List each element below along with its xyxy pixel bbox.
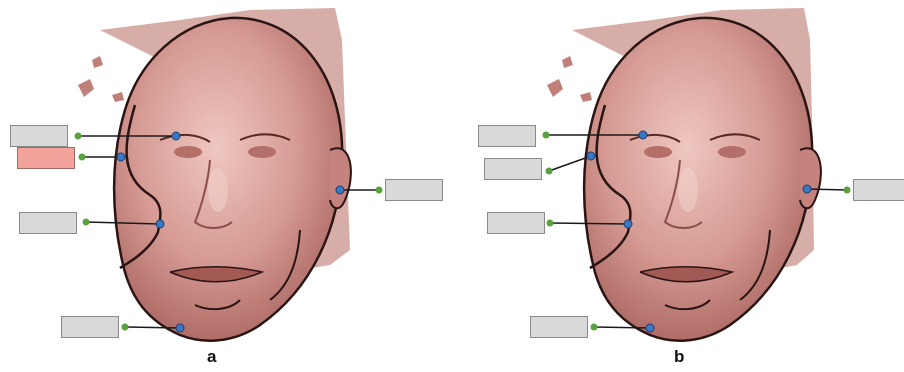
connector-dot [591, 324, 598, 331]
connector-dot [543, 132, 550, 139]
nose-highlight-a [208, 168, 228, 212]
landmark-dot[interactable] [639, 131, 647, 139]
face-model-b [452, 0, 904, 372]
landmark-dot[interactable] [803, 185, 811, 193]
landmark-dot[interactable] [587, 152, 595, 160]
label-box-4[interactable] [61, 316, 119, 338]
head-surface-a [114, 18, 342, 341]
label-box-5[interactable] [385, 179, 443, 201]
connector-dot [83, 219, 90, 226]
eye-right-b [718, 146, 746, 158]
label-box-5[interactable] [853, 179, 904, 201]
head-surface-b [584, 18, 812, 341]
landmark-dot[interactable] [117, 153, 125, 161]
label-box-1[interactable] [10, 125, 68, 147]
label-box-1[interactable] [478, 125, 536, 147]
connector-dot [546, 168, 553, 175]
eye-left-b [644, 146, 672, 158]
landmark-dot[interactable] [176, 324, 184, 332]
nose-highlight-b [678, 168, 698, 212]
label-box-2-selected[interactable] [17, 147, 75, 169]
connector-dot [547, 220, 554, 227]
connector-dot [75, 133, 82, 140]
label-box-3[interactable] [19, 212, 77, 234]
landmark-dot[interactable] [172, 132, 180, 140]
label-box-2[interactable] [484, 158, 542, 180]
landmark-dot[interactable] [156, 220, 164, 228]
connector-dot [79, 154, 86, 161]
landmark-dot[interactable] [336, 186, 344, 194]
landmark-dot[interactable] [646, 324, 654, 332]
landmark-dot[interactable] [624, 220, 632, 228]
connector-dot [122, 324, 129, 331]
label-box-4[interactable] [530, 316, 588, 338]
panel-a: a [0, 0, 452, 372]
ear-b [800, 148, 821, 208]
panel-label-a: a [207, 347, 216, 367]
scan-fragments-a [78, 56, 124, 102]
connector-dot [376, 187, 383, 194]
eye-right-a [248, 146, 276, 158]
panel-b: b [452, 0, 904, 372]
panel-label-b: b [674, 347, 684, 367]
scan-fragments-b [547, 56, 592, 102]
connector-dot [844, 187, 851, 194]
label-box-3[interactable] [487, 212, 545, 234]
eye-left-a [174, 146, 202, 158]
